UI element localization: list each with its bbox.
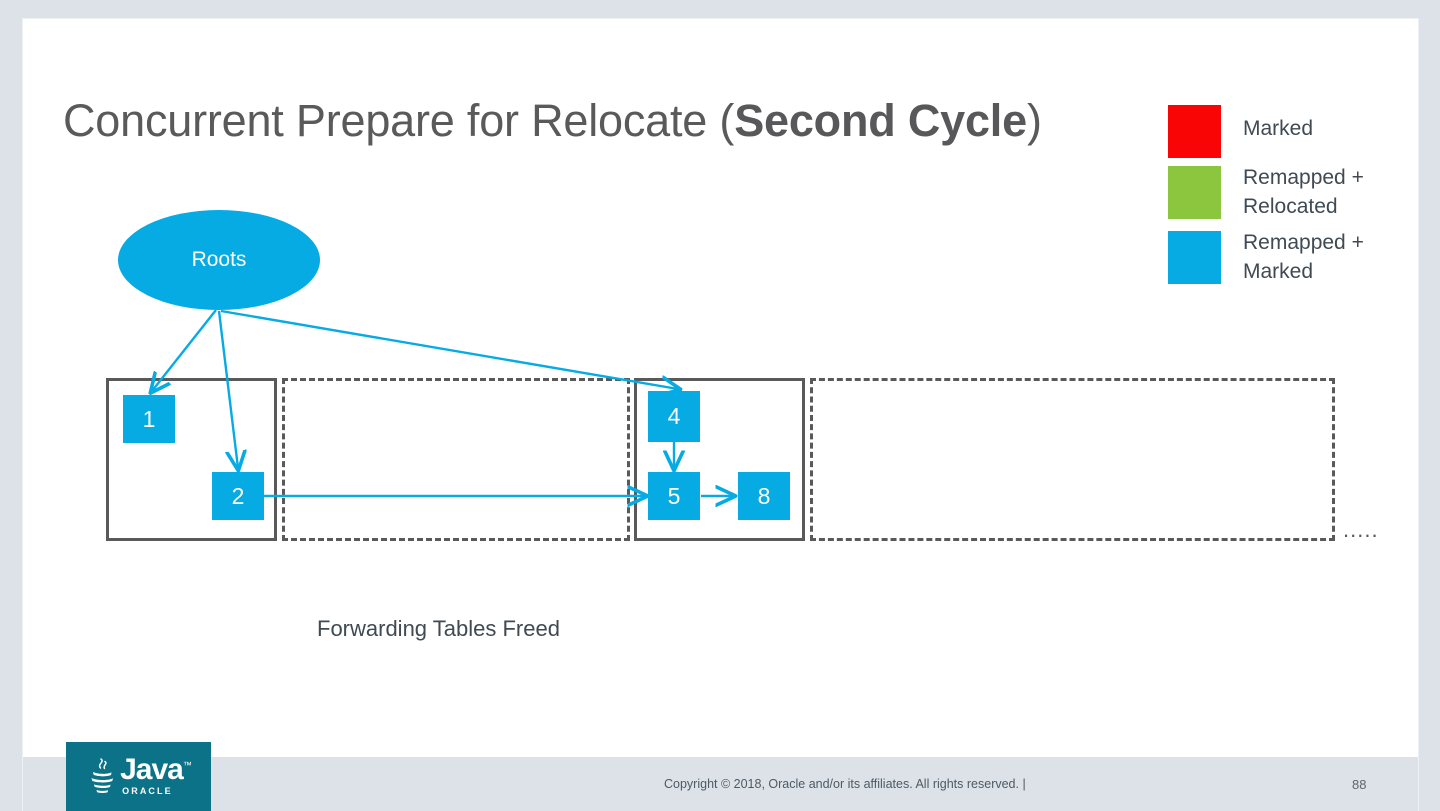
page-title: Concurrent Prepare for Relocate (Second … <box>63 95 1183 147</box>
copyright-text: Copyright © 2018, Oracle and/or its affi… <box>664 777 1026 791</box>
title-tail-text: ) <box>1026 95 1042 146</box>
legend-label-remapped-relocated: Remapped + Relocated <box>1243 166 1364 218</box>
oracle-wordmark: ORACLE <box>122 786 173 796</box>
legend-swatch-marked <box>1168 105 1221 158</box>
java-word-text: Java <box>120 753 184 786</box>
title-emphasis-text: Second Cycle <box>734 95 1027 146</box>
java-coffee-cup-icon <box>91 757 114 793</box>
slide-canvas: Concurrent Prepare for Relocate (Second … <box>23 19 1418 811</box>
footer-band <box>23 757 1418 811</box>
legend-swatch-remapped-relocated <box>1168 166 1221 219</box>
legend-item-marked: Marked <box>1168 105 1313 158</box>
legend-label-marked: Marked <box>1243 117 1314 140</box>
legend-item-remapped-marked: Remapped + Marked <box>1168 231 1364 286</box>
java-wordmark: Java™ <box>120 753 192 786</box>
legend-swatch-remapped-marked <box>1168 231 1221 284</box>
legend-item-remapped-relocated: Remapped + Relocated <box>1168 166 1364 221</box>
title-main-text: Concurrent Prepare for Relocate ( <box>63 95 735 146</box>
java-trademark-symbol: ™ <box>182 760 192 770</box>
java-oracle-logo: Java™ ORACLE <box>66 742 211 811</box>
page-number: 88 <box>1352 777 1367 792</box>
legend-label-remapped-marked: Remapped + Marked <box>1243 231 1364 283</box>
